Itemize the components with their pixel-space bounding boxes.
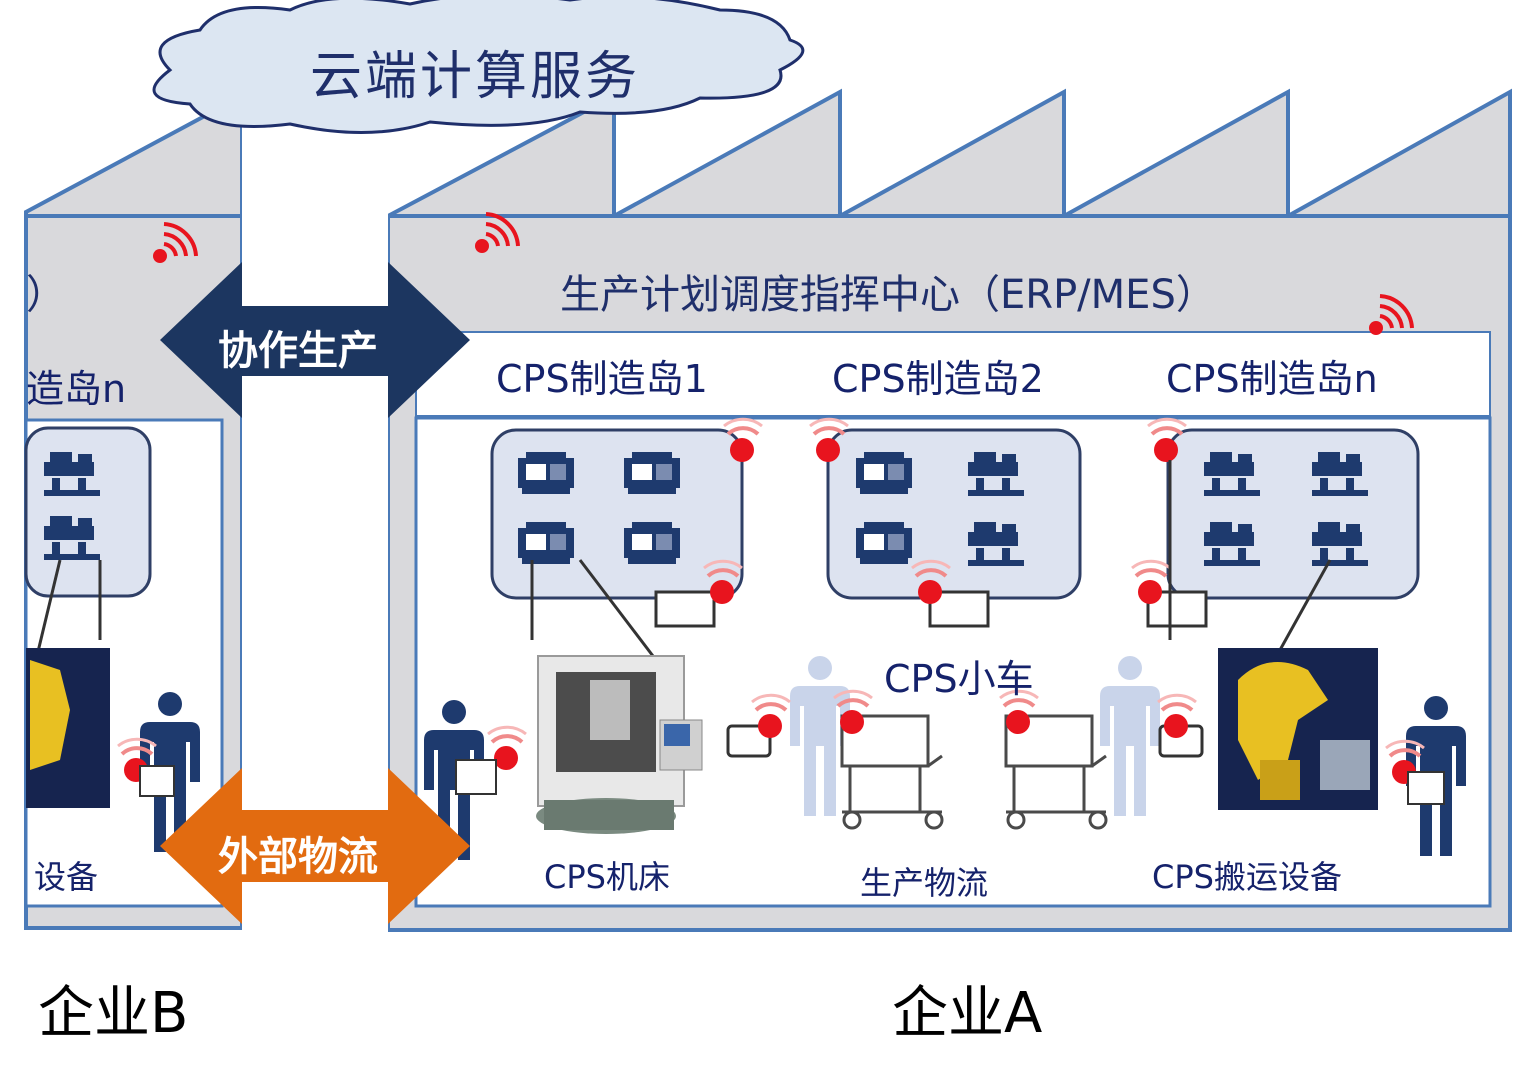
enterprise-b-center-fragment: ）	[26, 272, 66, 318]
tablet-icon	[726, 724, 772, 758]
cloud-computing-label: 云端计算服务	[310, 47, 641, 107]
enterprise-b-bottom-fragment: 设备	[34, 858, 99, 896]
logistics-label: 外部物流	[218, 834, 378, 880]
island-1-label: CPS制造岛1	[496, 357, 708, 401]
handling-equipment-label: CPS搬运设备	[1152, 858, 1342, 896]
robot-arm-icon	[1218, 648, 1378, 810]
logistics-flow-label: 生产物流	[860, 864, 989, 902]
cart-label: CPS小车	[884, 657, 1034, 701]
control-center-title: 生产计划调度指挥中心（ERP/MES）	[560, 272, 1216, 318]
island-2-label: CPS制造岛2	[832, 357, 1044, 401]
collaboration-arrow	[160, 262, 470, 418]
enterprise-b-text-area: ） 造岛n 设备	[26, 0, 246, 1069]
logistics-arrow	[160, 768, 470, 924]
island-n-label: CPS制造岛n	[1166, 357, 1378, 401]
cnc-machine-tool-icon	[536, 655, 703, 834]
island-n-group	[1166, 428, 1420, 600]
machine-tool-label: CPS机床	[544, 858, 670, 896]
enterprise-b-label: 企业B	[38, 981, 189, 1046]
enterprise-b-island-fragment: 造岛n	[26, 367, 127, 411]
cnc-machine-icon	[518, 452, 574, 494]
enterprise-a-label: 企业A	[892, 981, 1043, 1046]
collaboration-label: 协作生产	[218, 328, 378, 374]
enterprise-a-factory	[386, 88, 1512, 932]
cloud-shape	[152, 0, 805, 134]
